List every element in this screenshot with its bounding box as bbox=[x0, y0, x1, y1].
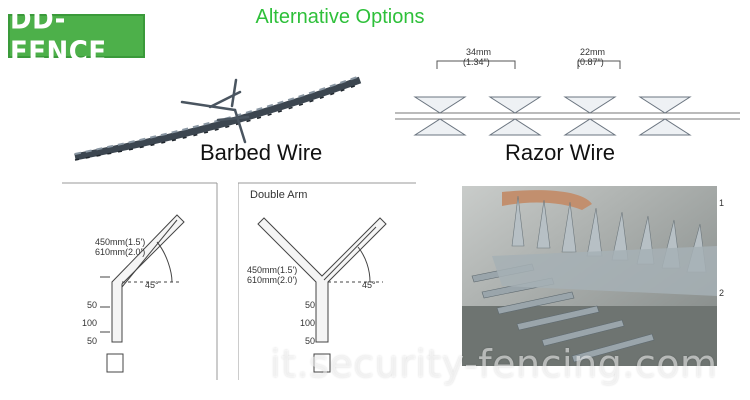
double-arm-dim-mid: 100 bbox=[300, 318, 316, 328]
razor-dim-right-mm: 22mm bbox=[580, 47, 606, 57]
brand-logo: DD-FENCE bbox=[8, 3, 145, 69]
single-arm-dim-bottom: 50 bbox=[87, 336, 98, 346]
single-arm-length-2: 610mm(2.0') bbox=[95, 247, 146, 257]
brand-logo-text: DD-FENCE bbox=[10, 3, 107, 69]
wall-spikes-photo bbox=[462, 186, 717, 366]
razor-wire-caption: Razor Wire bbox=[505, 140, 616, 165]
double-arm-title: Double Arm bbox=[250, 189, 308, 201]
barbed-wire-caption: Barbed Wire bbox=[200, 140, 323, 165]
single-arm-length-1: 450mm(1.5') bbox=[95, 237, 146, 247]
razor-dim-left-mm: 34mm bbox=[466, 47, 492, 57]
double-arm-dim-bottom: 50 bbox=[305, 336, 316, 346]
single-arm-angle: 45° bbox=[145, 280, 159, 290]
double-arm-length-1: 450mm(1.5') bbox=[247, 265, 298, 275]
double-arm-angle: 45° bbox=[362, 280, 376, 290]
razor-wire-illustration bbox=[395, 60, 740, 136]
single-arm-dim-mid: 100 bbox=[82, 318, 98, 328]
photo-edge-mark-1: 1 bbox=[719, 198, 725, 208]
double-arm-length-2: 610mm(2.0') bbox=[247, 275, 298, 285]
barbed-wire-illustration bbox=[74, 75, 362, 161]
single-arm-dim-top: 50 bbox=[87, 300, 98, 310]
razor-dim-right-in: (0.87") bbox=[577, 57, 604, 67]
double-arm-dim-top: 50 bbox=[305, 300, 316, 310]
wall-spikes-image bbox=[462, 186, 717, 366]
razor-dim-left-in: (1.34") bbox=[463, 57, 490, 67]
watermark-text: it.security-fencing.com bbox=[270, 342, 718, 386]
photo-edge-mark-2: 2 bbox=[719, 288, 725, 298]
page-title: Alternative Options bbox=[255, 6, 425, 28]
double-arm-diagram bbox=[238, 182, 416, 380]
single-arm-diagram bbox=[62, 182, 218, 380]
